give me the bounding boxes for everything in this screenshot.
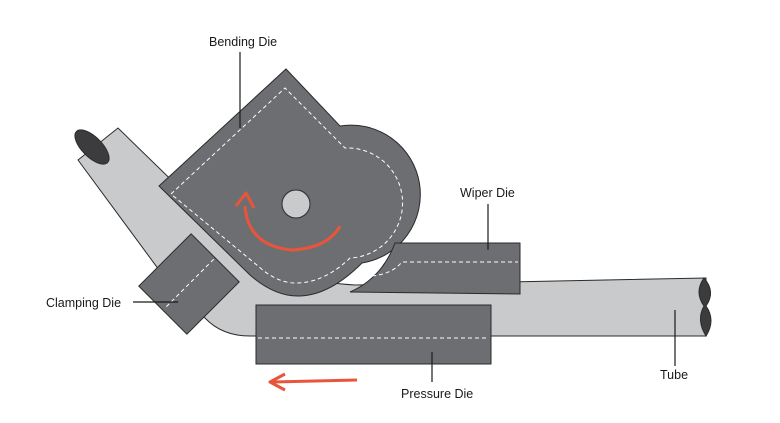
pressure-die	[255, 304, 492, 365]
clamping-die-dashed-line	[163, 258, 215, 310]
tube-end-right	[698, 277, 712, 337]
clamping-die-label: Clamping Die	[46, 296, 122, 310]
rotation-arrow-icon	[243, 205, 342, 252]
pressure-die-label: Pressure Die	[401, 387, 474, 401]
bending-die	[158, 68, 421, 297]
wiper-die	[349, 242, 521, 295]
tube-end-upper-left	[74, 129, 110, 165]
rotation-arrow-head-icon	[234, 191, 256, 209]
bending-die-dashed-line	[170, 87, 403, 284]
pressure-die-body	[255, 304, 492, 365]
wiper-die-body	[349, 242, 521, 295]
bending-die-pivot	[281, 189, 311, 219]
leader-lines	[133, 52, 676, 382]
clamping-die	[138, 233, 240, 335]
wiper-die-dashed-line	[371, 261, 518, 277]
tube-label: Tube	[660, 368, 689, 382]
movement-arrow-icon	[268, 372, 358, 392]
wiper-die-label: Wiper Die	[460, 186, 515, 200]
bending-die-label: Bending Die	[209, 35, 278, 49]
